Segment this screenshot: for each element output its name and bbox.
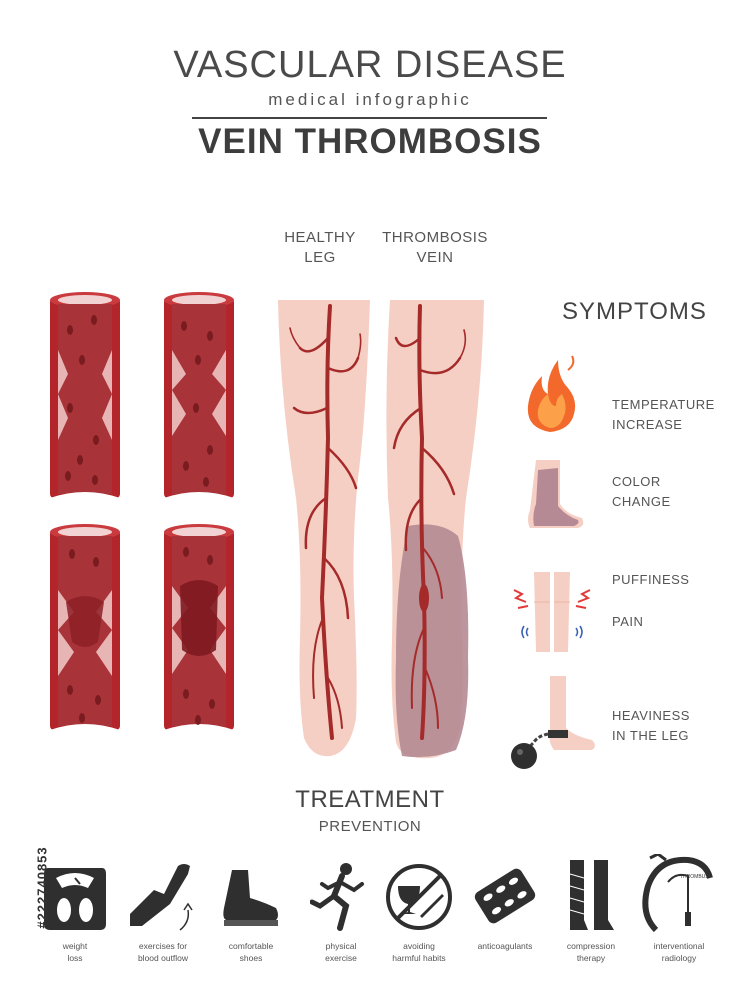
pain-icon [513, 589, 591, 609]
treatment-physical-line1: physical [325, 941, 357, 951]
treatment-weight-loss-line1: weight [62, 941, 88, 951]
thrombosis-vein-label: THROMBOSIS VEIN [370, 228, 500, 268]
treatment-anticoagulants-line1: anticoagulants [477, 941, 533, 951]
ball-and-chain-icon [511, 676, 595, 769]
symptom-color-change-line2: CHANGE [612, 494, 671, 509]
vessel-thrombosis-1 [50, 524, 120, 736]
title-divider [192, 117, 547, 119]
pills-icon [474, 868, 536, 924]
symptom-temperature-line2: INCREASE [612, 417, 683, 432]
symptom-pain: PAIN [612, 614, 644, 629]
swollen-legs-icon [513, 572, 591, 652]
treatment-avoiding-line2: harmful habits [392, 953, 446, 963]
treatment-weight-loss: weight loss [30, 940, 120, 964]
catheter-icon: THROMBUS [642, 854, 713, 932]
symptoms-title: SYMPTOMS [562, 298, 707, 325]
no-smoking-drinking-icon [386, 864, 452, 930]
vessel-healthy-1 [50, 292, 120, 504]
treatment-avoiding-habits: avoiding harmful habits [374, 940, 464, 964]
vessel-illustrations [50, 292, 234, 736]
scale-icon [44, 868, 106, 930]
treatment-physical-line2: exercise [325, 953, 357, 963]
page-subtitle: medical infographic [268, 90, 472, 109]
page-title: VASCULAR DISEASE [173, 44, 567, 86]
catheter-tag: THROMBUS [680, 874, 709, 880]
treatment-compression: compression therapy [546, 940, 636, 964]
treatment-shoes-line2: shoes [239, 953, 263, 963]
treatment-interventional-radiology: interventional radiology [634, 940, 724, 964]
treatment-exercises: exercises for blood outflow [118, 940, 208, 964]
symptom-temperature: TEMPERATURE INCREASE [612, 395, 715, 435]
treatment-radiology-line2: radiology [661, 953, 697, 963]
treatment-anticoagulants: anticoagulants [460, 940, 550, 952]
treatment-compression-line1: compression [566, 941, 616, 951]
symptom-color-change-line1: COLOR [612, 474, 661, 489]
treatment-exercises-line2: blood outflow [137, 953, 189, 963]
vessel-thrombosis-2 [164, 524, 234, 736]
page-heading: VEIN THROMBOSIS [198, 122, 542, 161]
symptom-color-change: COLOR CHANGE [612, 472, 671, 512]
symptom-temperature-line1: TEMPERATURE [612, 397, 715, 412]
treatment-radiology-line1: interventional [653, 941, 705, 951]
healthy-leg-label-line1: HEALTHY [284, 229, 356, 246]
symptom-heaviness-line2: IN THE LEG [612, 728, 690, 743]
healthy-leg-label-line2: LEG [304, 249, 336, 266]
treatment-comfortable-shoes: comfortable shoes [206, 940, 296, 964]
runner-icon [310, 863, 364, 931]
vessel-healthy-2 [164, 292, 234, 504]
thrombosis-leg [386, 300, 484, 759]
symptom-heaviness-line1: HEAVINESS [612, 708, 690, 723]
healthy-leg-label: HEALTHY LEG [270, 228, 370, 268]
treatment-subtitle: PREVENTION [318, 818, 422, 835]
symptom-heaviness: HEAVINESS IN THE LEG [612, 706, 690, 746]
treatment-shoes-line1: comfortable [228, 941, 274, 951]
flame-icon [527, 355, 576, 432]
healthy-leg [278, 300, 370, 757]
symptom-puffiness: PUFFINESS [612, 572, 690, 587]
compression-stocking-icon [569, 860, 614, 930]
treatment-avoiding-line1: avoiding [403, 941, 435, 951]
treatment-title: TREATMENT [295, 786, 445, 813]
treatment-physical-exercise: physical exercise [296, 940, 386, 964]
treatment-weight-loss-line2: loss [67, 953, 83, 963]
treatment-compression-line2: therapy [576, 953, 606, 963]
treatment-exercises-line1: exercises for [138, 941, 188, 951]
stock-id: #222740853 [34, 846, 50, 929]
legs-illustration [278, 300, 484, 759]
shoe-icon [223, 870, 278, 926]
thrombosis-vein-label-line2: VEIN [416, 249, 454, 266]
thrombosis-vein-label-line1: THROMBOSIS [382, 229, 488, 246]
raised-leg-icon [130, 864, 193, 931]
discolored-foot-icon [528, 460, 584, 528]
